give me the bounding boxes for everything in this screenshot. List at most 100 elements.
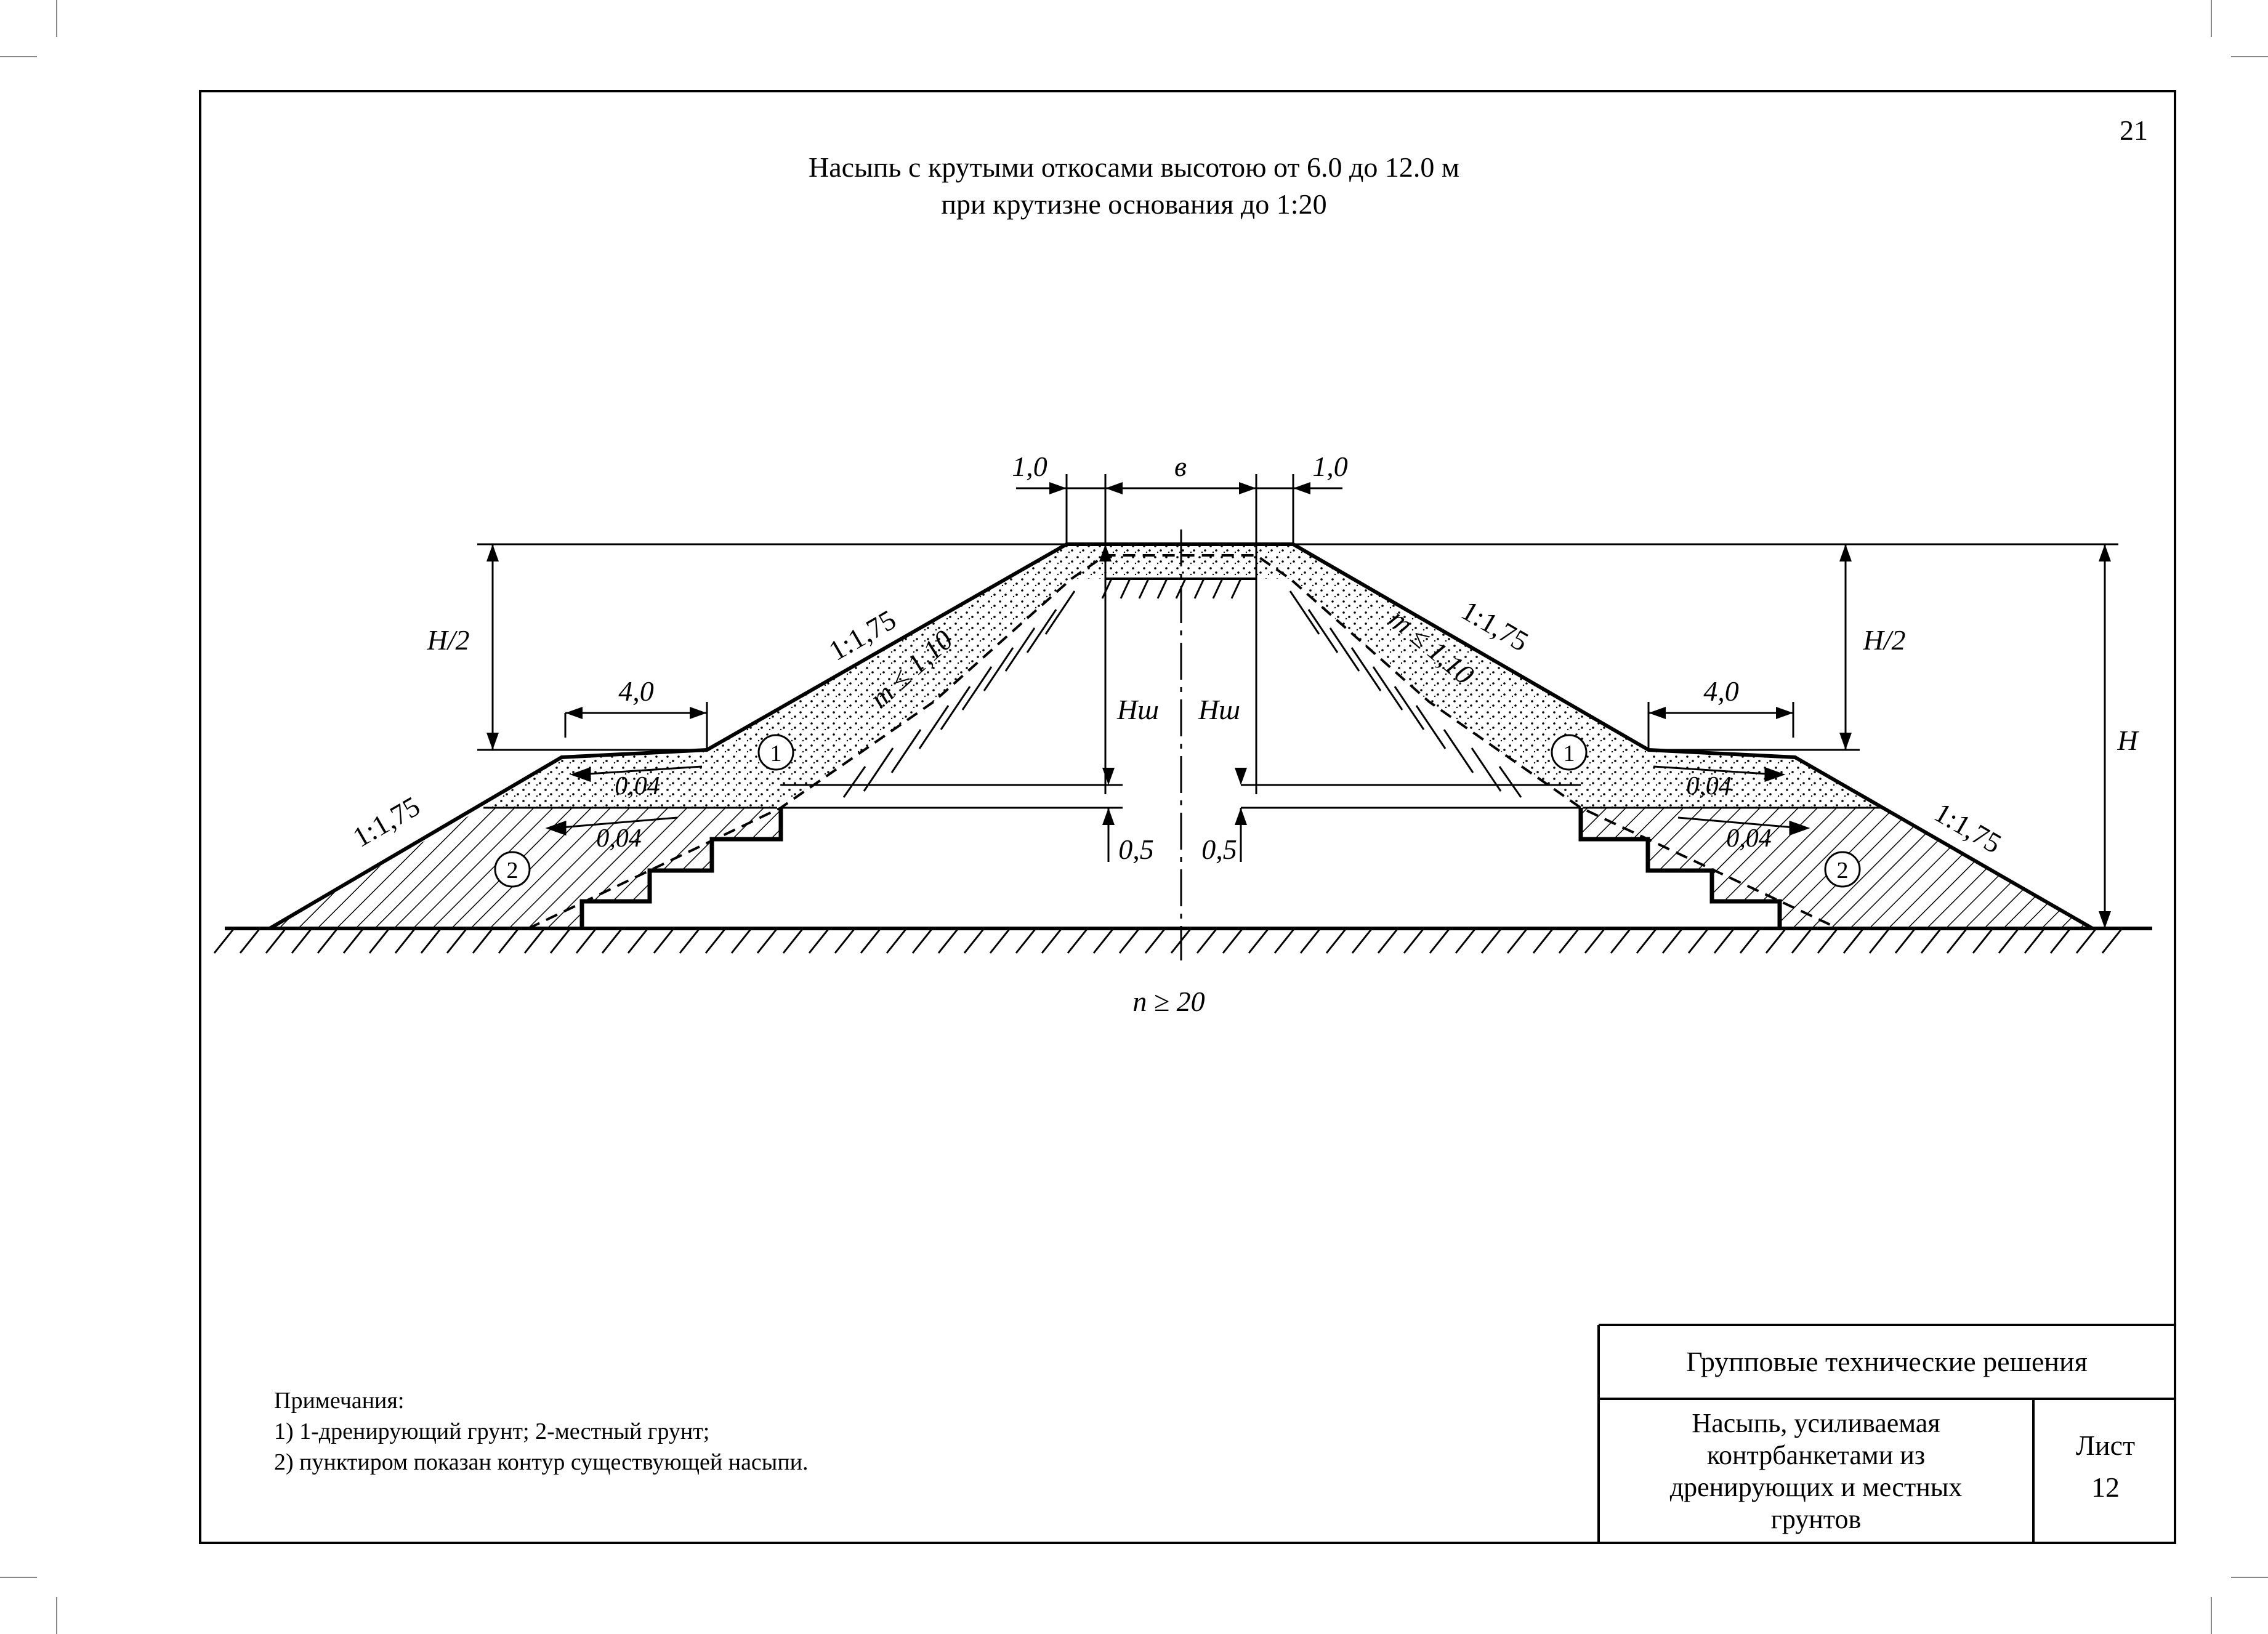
ground-hatch-tick (1661, 928, 1684, 954)
grade-right-upper: 0,04 (1686, 772, 1732, 800)
ground-hatch-tick (756, 928, 778, 954)
ground-hatch-tick (1480, 928, 1503, 954)
ground-hatch-tick (368, 928, 390, 954)
ground-hatch-tick (1972, 928, 1994, 954)
ground-hatch-tick (1713, 928, 1735, 954)
grade-left-upper: 0,04 (615, 772, 660, 800)
sheet-label: Лист (2075, 1430, 2136, 1461)
ground-hatch-tick (1946, 928, 1968, 954)
dim-existing-height-left: Hш (1116, 694, 1159, 725)
title-block-description: Насыпь, усиливаемая контрбанкетами из др… (1599, 1407, 2033, 1535)
notes: Примечания: 1) 1-дренирующий грунт; 2-ме… (274, 1385, 809, 1478)
ground-hatch-tick (1067, 928, 1089, 954)
ground-hatch-tick (472, 928, 494, 954)
ground-hatch-tick (1894, 928, 1916, 954)
ground-hatch-tick (627, 928, 649, 954)
ground-hatch-tick (575, 928, 597, 954)
bench-steps-right (1578, 808, 1782, 928)
drawing-title: Насыпь с крутыми откосами высотою от 6.0… (808, 151, 1460, 183)
dim-offset-right: 0,5 (1201, 834, 1237, 865)
ground-hatch-tick (1687, 928, 1709, 954)
ground-hatch-tick (239, 928, 261, 954)
title-block-sheet: Лист 12 (2036, 1425, 2175, 1508)
ground-hatch-tick (394, 928, 416, 954)
ground-hatch-tick (1429, 928, 1451, 954)
dim-offset-left: 0,5 (1118, 834, 1154, 865)
marker-drain-right: 1 (1564, 741, 1575, 767)
ground-hatch-tick (937, 928, 959, 954)
ground-hatch-tick (420, 928, 442, 954)
ground-hatch-tick (1584, 928, 1606, 954)
dim-shoulder-left: 1,0 (1012, 451, 1047, 482)
title-block-description-line: дренирующих и местных (1669, 1472, 1963, 1502)
grade-right-lower: 0,04 (1726, 824, 1772, 853)
ground-hatch-tick (1325, 928, 1347, 954)
ground-hatch-tick (704, 928, 727, 954)
ground-hatch-tick (1118, 928, 1140, 954)
notes-heading: Примечания: (274, 1388, 405, 1414)
ground-hatch-tick (1248, 928, 1270, 954)
dim-berm-left: 4,0 (618, 675, 654, 707)
soil-markers (494, 734, 1861, 888)
title-block-frame (1597, 1324, 2175, 1543)
ground-hatch-tick (1299, 928, 1322, 954)
dimension-lines (477, 474, 2118, 928)
drawing-subtitle: при крутизне основания до 1:20 (941, 188, 1327, 220)
ground-hatch-tick (1041, 928, 1063, 954)
ground-hatch-tick (1403, 928, 1425, 954)
sheet-number: 12 (2091, 1471, 2120, 1503)
ground-hatch-tick (1015, 928, 1037, 954)
ground-hatch-tick (1868, 928, 1891, 954)
dimension-arrows (486, 482, 2111, 928)
ground-hatch-tick (291, 928, 313, 954)
ground-hatch-tick (342, 928, 365, 954)
ground-hatch-tick (1455, 928, 1477, 954)
ground-hatch-tick (1558, 928, 1580, 954)
ground-hatch-tick (446, 928, 468, 954)
ground-hatch-tick (601, 928, 623, 954)
ground-hatch-tick (963, 928, 985, 954)
ground-hatch-tick (1092, 928, 1115, 954)
dim-existing-height-right: Hш (1198, 694, 1240, 725)
ground-hatch-tick (1196, 928, 1218, 954)
title-block-header: Групповые технические решения (1686, 1346, 2088, 1377)
ground-hatch-tick (498, 928, 520, 954)
ground-hatch-tick (2075, 928, 2097, 954)
title-block-description-line: грунтов (1770, 1504, 1862, 1534)
dim-half-height-left: H/2 (427, 624, 470, 656)
ground-hatch-tick (989, 928, 1011, 954)
ground-hatch-tick (1351, 928, 1373, 954)
grade-left-lower: 0,04 (596, 824, 642, 853)
ground-hatch-tick (1636, 928, 1658, 954)
dim-height: H (2117, 725, 2139, 756)
ground-hatch-tick (1791, 928, 1813, 954)
ground-hatch-tick (860, 928, 882, 954)
ground-hatch-tick (549, 928, 571, 954)
title-block-description-line: контрбанкетами из (1706, 1440, 1926, 1470)
ground-hatch-tick (782, 928, 804, 954)
ground-hatch-tick (1920, 928, 1942, 954)
ground-hatch-tick (679, 928, 701, 954)
title-block-description-line: Насыпь, усиливаемая (1692, 1408, 1940, 1438)
base-slope-label: n ≥ 20 (1132, 986, 1205, 1017)
ground-hatch-tick (886, 928, 908, 954)
marker-drain-left: 1 (770, 741, 782, 767)
existing-embankment-hatch (842, 578, 1522, 798)
ground-hatch-tick (1144, 928, 1166, 954)
ground-hatch-tick (1506, 928, 1528, 954)
drain-soil-left (483, 544, 1105, 808)
grade-arrows (545, 765, 1810, 836)
ground-hatch-tick (1739, 928, 1761, 954)
ground-hatch-tick (1817, 928, 1839, 954)
dim-berm-right: 4,0 (1703, 675, 1739, 707)
ground-hatch-tick (523, 928, 546, 954)
ground-hatch-tick (834, 928, 856, 954)
ground-hatch-tick (317, 928, 339, 954)
ground-hatch-tick (1765, 928, 1787, 954)
ground-hatch-tick (1610, 928, 1632, 954)
ground-hatch-tick (2024, 928, 2046, 954)
ground-hatch-tick (730, 928, 753, 954)
ground-hatch-tick (1532, 928, 1554, 954)
